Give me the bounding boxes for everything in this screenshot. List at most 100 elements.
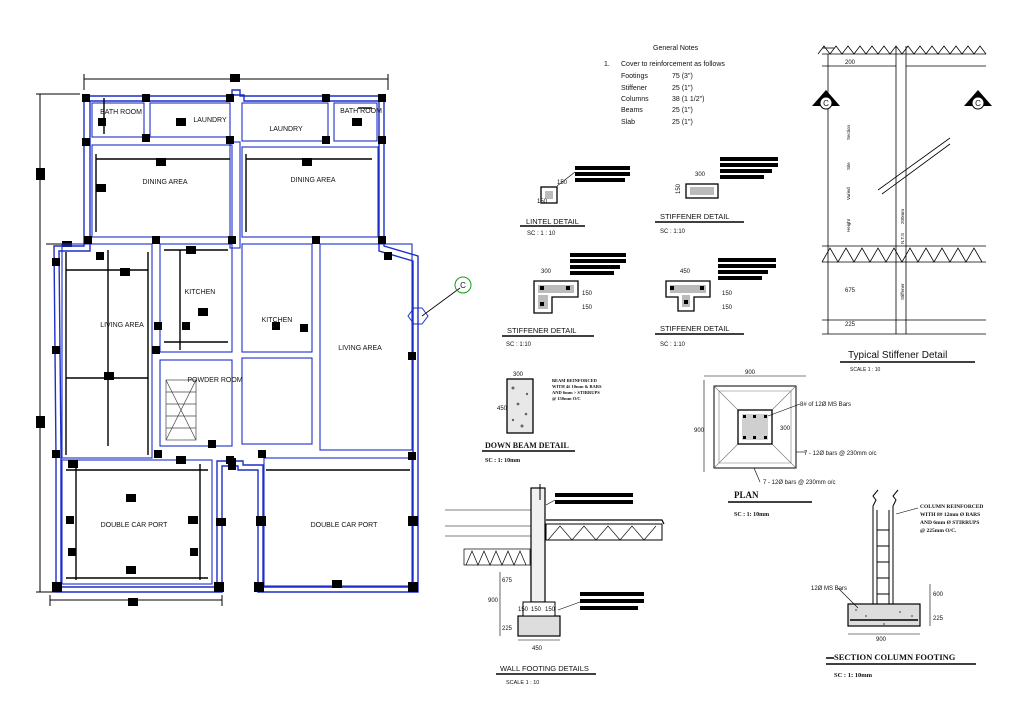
- room-label-bath-left: BATH ROOM: [100, 109, 142, 116]
- down-beam-title: DOWN BEAM DETAIL: [485, 441, 569, 450]
- typical-stiffener-dim: 675: [845, 288, 856, 294]
- wall-footing-scale: SCALE 1 : 10: [506, 680, 539, 686]
- section-column-footing: 12Ø MS Bars COLUMN REINFORCED WITH 8# 12…: [811, 489, 983, 679]
- structural-lines: [65, 98, 410, 580]
- note-item: Stiffener: [621, 85, 648, 92]
- note-item: Beams: [621, 107, 643, 114]
- stiffener2-scale: SC : 1:10: [506, 342, 532, 348]
- stiffener3-scale: SC : 1:10: [660, 342, 686, 348]
- note-value: 25 (1"): [672, 119, 693, 126]
- plan-scale: SC : 1: 10mm: [734, 512, 769, 518]
- note-value: 25 (1"): [672, 107, 693, 114]
- stiffener-detail-1: 300 150 STIFFENER DETAIL SC : 1:10: [655, 157, 778, 235]
- column-footing-dim: 225: [933, 616, 944, 622]
- room-label-kitchen-left: KITCHEN: [185, 289, 216, 296]
- lintel-title: LINTEL DETAIL: [526, 217, 579, 226]
- typical-stiffener-scale: SCALE 1 : 10: [850, 367, 881, 373]
- stiffener2-title: STIFFENER DETAIL: [507, 326, 576, 335]
- room-label-dining-right: DINING AREA: [290, 177, 335, 184]
- plan-columns: [52, 94, 418, 592]
- typical-stiffener-title: Typical Stiffener Detail: [848, 350, 947, 361]
- room-label-powder: POWDER ROOM: [187, 377, 242, 384]
- stiffener1-dim-w: 300: [695, 172, 706, 178]
- wall-footing-dim: 675: [502, 578, 513, 584]
- down-beam-note: @ 150mm O/C: [552, 396, 581, 401]
- stiffener3-dim-w: 450: [680, 269, 691, 275]
- wall-footing-dim: 450: [532, 646, 543, 652]
- note-item: Columns: [621, 96, 649, 103]
- footing-plan-detail: 900 900 300 8# of 12Ø MS Bars 7 - 12Ø ba…: [694, 370, 876, 518]
- stiffener2-dim-b: 150: [582, 305, 593, 311]
- plan-bars-right: 7 - 12Ø bars @ 230mm o/c: [804, 451, 876, 457]
- column-footing-note: WITH 8# 12mm Ø BARS: [920, 512, 980, 518]
- lintel-detail: 150 150 LINTEL DETAIL SC : 1 : 10: [520, 166, 630, 237]
- general-notes: General Notes 1. Cover to reinforcement …: [604, 45, 725, 126]
- column-footing-scale: SC : 1: 10mm: [834, 672, 873, 679]
- note-item: Slab: [621, 119, 635, 126]
- typical-stiffener-detail: C C 200 675 225 Section Site Varied Heig…: [812, 45, 992, 373]
- typical-stiffener-label: Section: [846, 124, 851, 140]
- down-beam-note: BEAM REINFORCED: [552, 378, 598, 383]
- section-marker-label: C: [460, 281, 466, 290]
- typical-stiffener-marker-left: C: [823, 99, 829, 108]
- typical-stiffener-label: Stiffener: [900, 283, 905, 300]
- note-value: 75 (3"): [672, 73, 693, 80]
- interior-walls: [61, 102, 413, 587]
- general-notes-intro-num: 1.: [604, 61, 610, 68]
- room-label-laundry-right: LAUNDRY: [269, 126, 303, 133]
- down-beam-scale: SC : 1: 10mm: [485, 458, 520, 464]
- floor-plan: C BATH ROOM LAUNDRY LAUNDRY BATH ROOM DI…: [36, 74, 472, 606]
- column-footing-note: COLUMN REINFORCED: [920, 504, 983, 510]
- column-footing-note: @ 225mm O/C.: [920, 528, 957, 534]
- typical-stiffener-label: Height: [846, 218, 851, 232]
- stiffener-detail-3: 450 150 150 STIFFENER DETAIL SC : 1:10: [655, 258, 776, 348]
- typical-stiffener-label: N.T.S: [900, 233, 905, 244]
- wall-footing-dim: 225: [502, 626, 513, 632]
- stiffener1-dim-h: 150: [676, 183, 682, 194]
- typical-stiffener-dim: 225: [845, 322, 856, 328]
- typical-stiffener-dim: 200: [845, 60, 856, 66]
- room-label-laundry-left: LAUNDRY: [193, 117, 227, 124]
- room-label-living-right: LIVING AREA: [338, 345, 382, 352]
- plan-bars-bottom: 7 - 12Ø bars @ 230mm o/c: [763, 480, 835, 486]
- lintel-dim-w: 150: [557, 180, 568, 186]
- room-label-carport-right: DOUBLE CAR PORT: [311, 522, 378, 529]
- wall-footing-dim: 150: [545, 607, 556, 613]
- column-footing-dim: 900: [876, 637, 887, 643]
- stiffener1-title: STIFFENER DETAIL: [660, 212, 729, 221]
- column-footing-note: AND 6mm Ø STIRRUPS: [920, 520, 979, 526]
- note-value: 38 (1 1/2"): [672, 96, 704, 103]
- section-marker-c: C: [407, 276, 472, 325]
- typical-stiffener-label: Site: [846, 162, 851, 170]
- plan-dim-inner: 300: [780, 426, 791, 432]
- down-beam-dim-w: 300: [513, 372, 524, 378]
- wall-footing-dim: 150: [531, 607, 542, 613]
- stiffener2-dim-w: 300: [541, 269, 552, 275]
- powder-room-stair-hatch: [165, 379, 197, 441]
- plan-title: PLAN: [734, 490, 759, 500]
- typical-stiffener-marker-right: C: [975, 99, 981, 108]
- stiffener3-dim-a: 150: [722, 291, 733, 297]
- room-label-dining-left: DINING AREA: [142, 179, 187, 186]
- column-footing-title: SECTION COLUMN FOOTING: [834, 652, 956, 662]
- room-label-living-left: LIVING AREA: [100, 322, 144, 329]
- stiffener2-dim-a: 150: [582, 291, 593, 297]
- room-label-carport-left: DOUBLE CAR PORT: [101, 522, 168, 529]
- column-footing-dim: 600: [933, 592, 944, 598]
- stiffener1-scale: SC : 1:10: [660, 229, 686, 235]
- plan-dim-top: 900: [745, 370, 756, 376]
- wall-footing-dim: 900: [488, 598, 499, 604]
- general-notes-intro: Cover to reinforcement as follows: [621, 61, 725, 68]
- down-beam-dim-h: 450: [497, 406, 508, 412]
- general-notes-title: General Notes: [653, 45, 699, 52]
- plan-dim-left: 900: [694, 428, 705, 434]
- lintel-scale: SC : 1 : 10: [527, 231, 556, 237]
- note-value: 25 (1"): [672, 85, 693, 92]
- note-item: Footings: [621, 73, 648, 80]
- plan-bars-note: 8# of 12Ø MS Bars: [800, 402, 851, 408]
- room-label-bath-right: BATH ROOM: [340, 108, 382, 115]
- down-beam-note: AND 6mm > STIRRUPS: [552, 390, 600, 395]
- typical-stiffener-label: Varied: [846, 187, 851, 200]
